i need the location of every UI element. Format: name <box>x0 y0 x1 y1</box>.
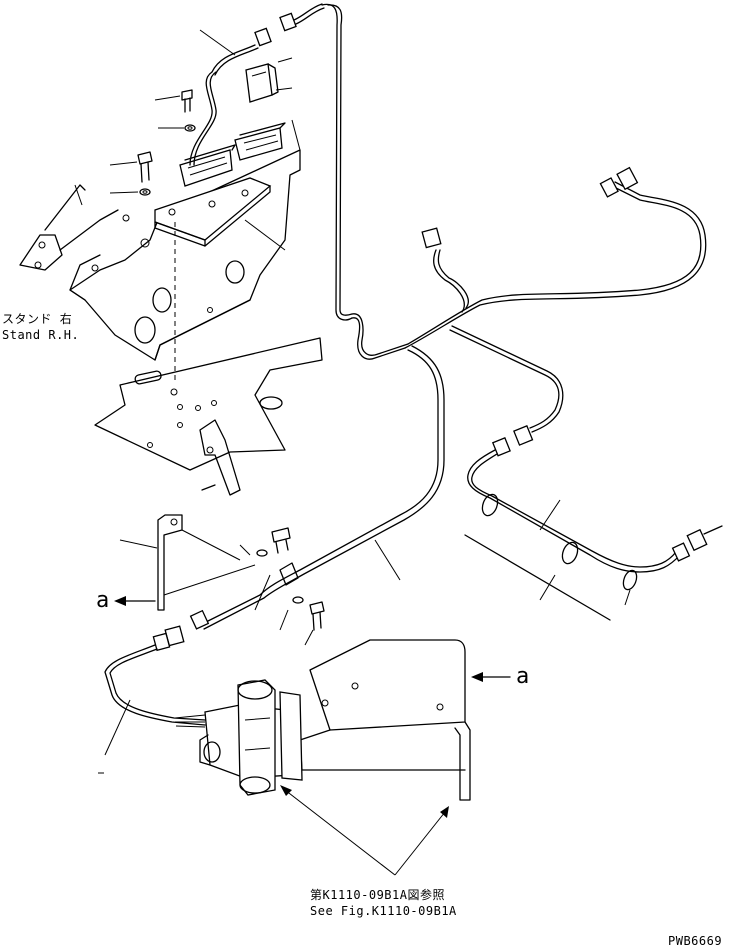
valve-assembly <box>174 639 471 801</box>
arrow-a-right-label: a <box>516 664 530 689</box>
drawing-number: PWB6669 <box>668 934 723 948</box>
callouts <box>114 596 511 876</box>
floor-plate <box>94 337 323 496</box>
reference-label-en: See Fig.K1110-09B1A <box>310 904 457 918</box>
relay-bracket-assembly <box>19 29 301 380</box>
reference-label-jp: 第K1110-09B1A図参照 <box>310 888 445 902</box>
arrow-a-left-label: a <box>96 588 110 613</box>
main-wire-harness <box>98 3 723 774</box>
stand-label-jp: スタンド 右 <box>2 312 73 326</box>
stand-label-en: Stand R.H. <box>2 328 80 342</box>
